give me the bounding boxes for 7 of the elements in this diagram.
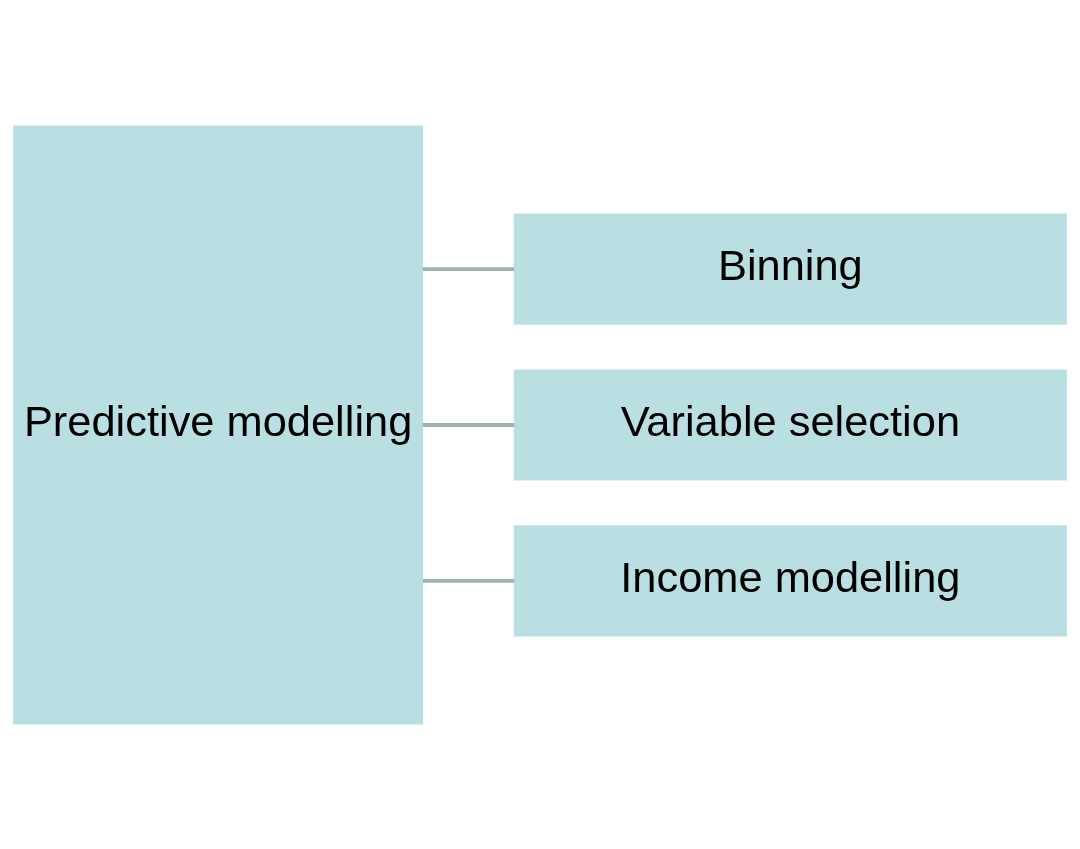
node-box: Variable selection [513, 368, 1067, 481]
connector [422, 266, 515, 271]
connector [422, 422, 515, 427]
connector [422, 578, 515, 583]
node-box: Binning [513, 213, 1067, 325]
node-box: Predictive modelling [13, 124, 424, 725]
node-box: Income modelling [513, 524, 1067, 636]
